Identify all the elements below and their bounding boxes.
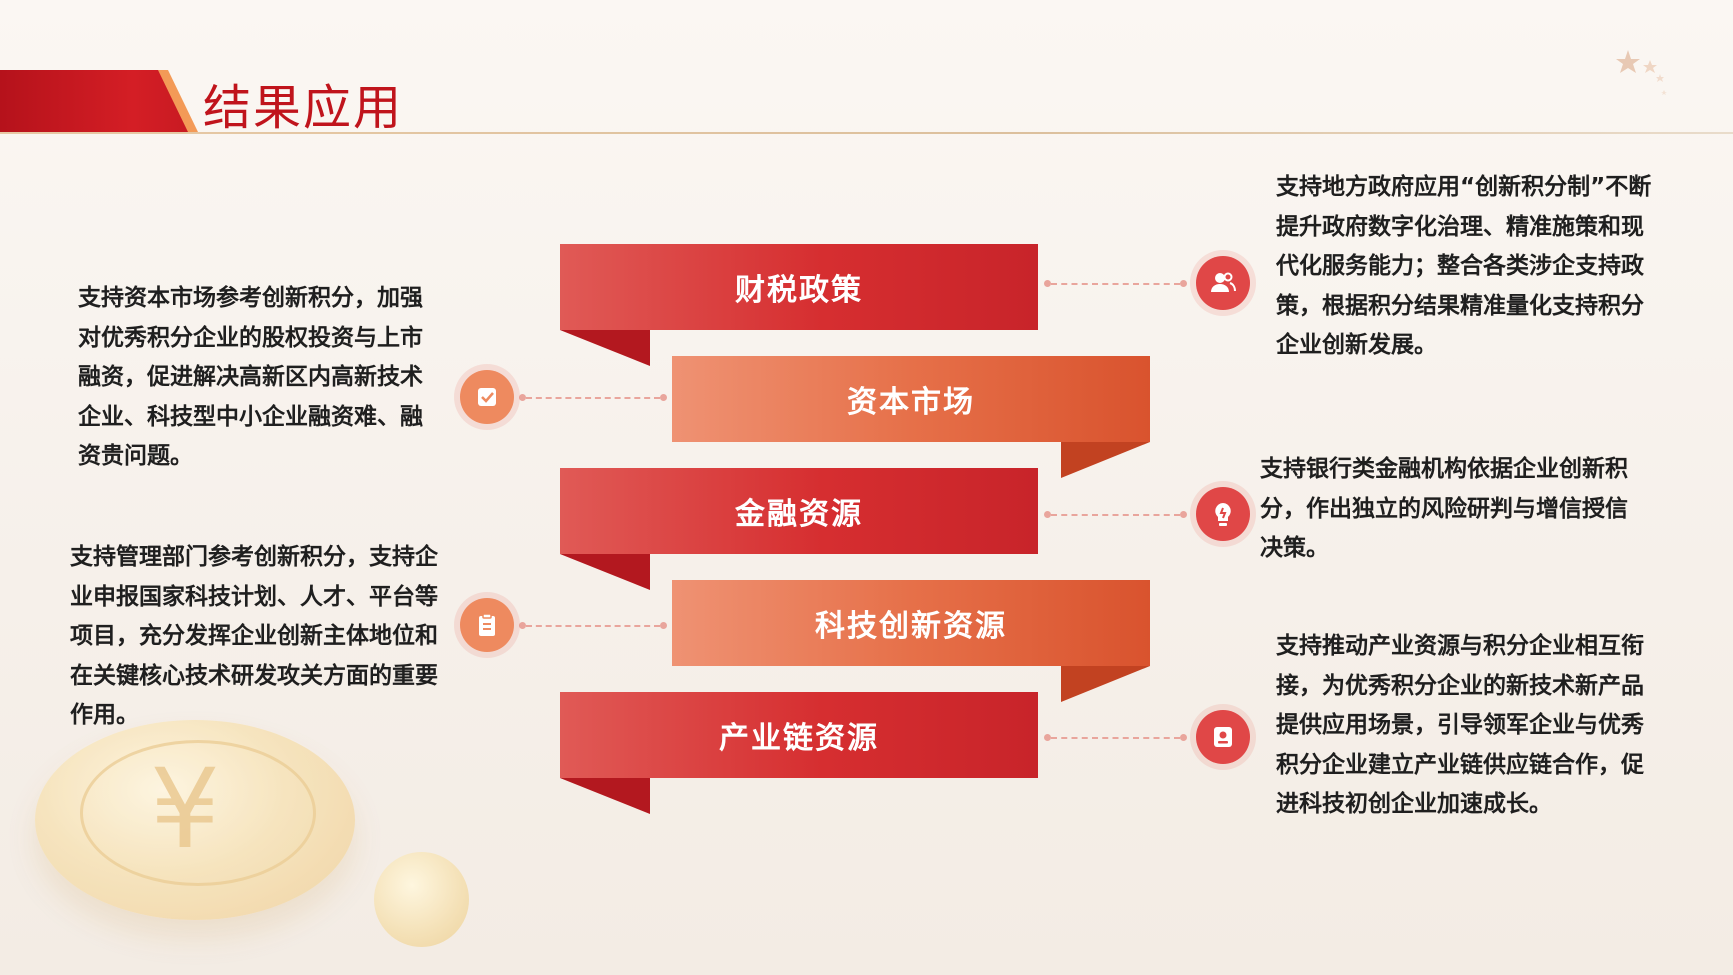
coin-rim: [80, 740, 316, 886]
header-divider: [0, 132, 1733, 134]
text-industry-chain: 支持推动产业资源与积分企业相互衔接，为优秀积分企业的新技术新产品提供应用场景，引…: [1276, 633, 1644, 817]
text-tech-innovation: 支持管理部门参考创新积分，支持企业申报国家科技计划、人才、平台等项目，充分发挥企…: [70, 544, 438, 728]
ribbon-fold: [560, 330, 650, 366]
ribbon-fiscal-tax: 财税政策: [560, 244, 1038, 330]
ribbon-financial-resources: 金融资源: [560, 468, 1038, 554]
connector-dot: [660, 394, 667, 401]
clipboard-icon: [460, 598, 514, 652]
connector-dot: [1180, 280, 1187, 287]
text-capital-market: 支持资本市场参考创新积分，加强对优秀积分企业的股权投资与上市融资，促进解决高新区…: [78, 285, 423, 469]
connector-dot: [1180, 511, 1187, 518]
connector-dot: [1044, 280, 1051, 287]
ribbon-fold: [1061, 666, 1150, 702]
ribbon-capital-market: 资本市场: [672, 356, 1150, 442]
connector-dot: [1180, 734, 1187, 741]
ribbon-label: 科技创新资源: [815, 609, 1007, 644]
connector-dot: [1044, 511, 1051, 518]
connector-line: [1051, 737, 1180, 739]
text-fiscal-tax: 支持地方政府应用“创新积分制”不断提升政府数字化治理、精准施策和现代化服务能力；…: [1276, 174, 1652, 358]
stars-icon: [1616, 50, 1667, 95]
badge-icon: [1196, 710, 1250, 764]
coin-decoration-small: [374, 852, 469, 947]
people-icon: [1196, 256, 1250, 310]
header-bar: [0, 70, 190, 132]
connector-dot: [519, 394, 526, 401]
connector-line: [1051, 514, 1180, 516]
ribbon-fold: [560, 778, 650, 814]
yuan-icon: ¥: [150, 745, 220, 873]
connector-line: [526, 625, 660, 627]
connector-dot: [1044, 734, 1051, 741]
ribbon-fold: [560, 554, 650, 590]
lightbulb-icon: [1196, 487, 1250, 541]
ribbon-label: 产业链资源: [719, 721, 879, 756]
ribbon-fold: [1061, 442, 1150, 478]
page-title: 结果应用: [203, 80, 404, 136]
ribbon-label: 财税政策: [735, 273, 863, 308]
connector-dot: [519, 622, 526, 629]
shield-check-icon: [460, 370, 514, 424]
ribbon-label: 资本市场: [847, 385, 975, 420]
connector-line: [526, 397, 660, 399]
ribbon-label: 金融资源: [735, 497, 863, 532]
ribbon-tech-innovation: 科技创新资源: [672, 580, 1150, 666]
connector-line: [1051, 283, 1180, 285]
text-financial-resources: 支持银行类金融机构依据企业创新积分，作出独立的风险研判与增信授信决策。: [1260, 456, 1628, 561]
ribbon-industry-chain: 产业链资源: [560, 692, 1038, 778]
connector-dot: [660, 622, 667, 629]
